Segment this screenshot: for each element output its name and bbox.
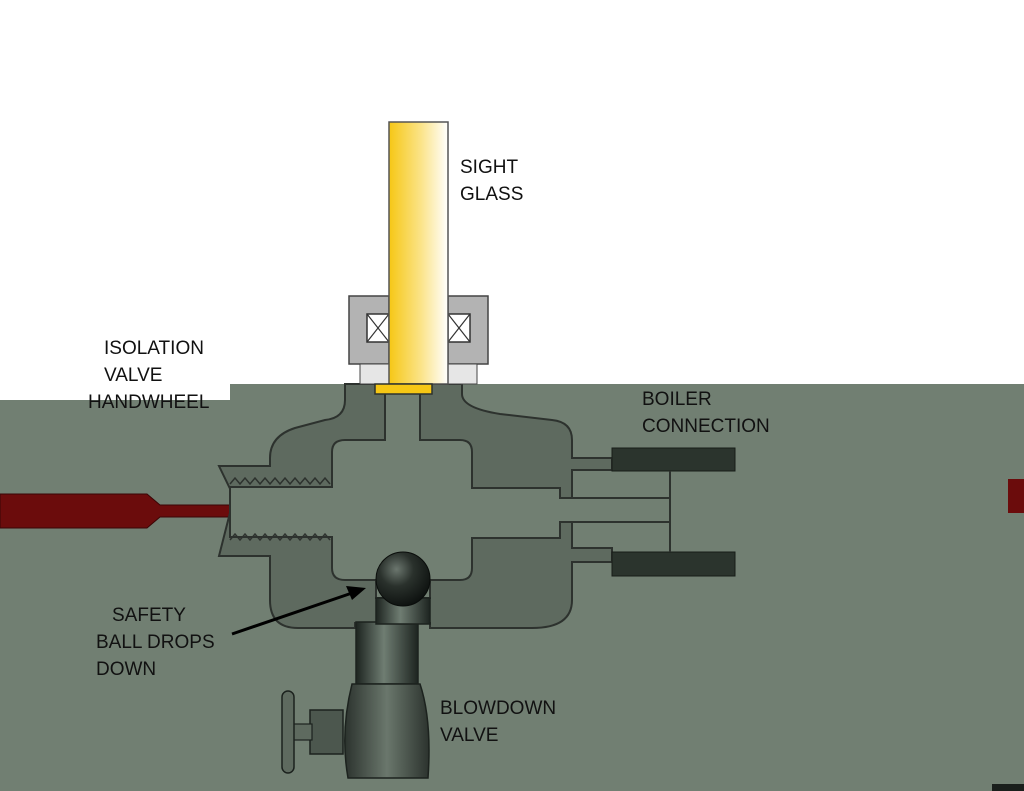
label-boiler-connection: BOILER CONNECTION [642, 386, 770, 440]
label-line: VALVE [440, 725, 499, 746]
right-edge-stem [1008, 479, 1024, 513]
label-sight-glass: SIGHT GLASS [460, 154, 523, 208]
gland-neck-left [359, 363, 390, 385]
label-line: BALL DROPS [96, 632, 215, 653]
blowdown-pipe [355, 621, 419, 685]
safety-ball-pointer [231, 590, 356, 636]
boiler-flange-upper [611, 447, 736, 472]
label-line: DOWN [96, 659, 157, 680]
boiler-flange-lower [611, 551, 736, 577]
gland-neck-right [447, 363, 478, 385]
label-line: SAFETY [112, 605, 186, 626]
label-line: VALVE [104, 365, 163, 386]
sight-glass-seat [374, 383, 433, 395]
label-line: BLOWDOWN [440, 698, 557, 719]
label-line: GLASS [460, 184, 524, 205]
lower-thread [229, 532, 331, 542]
label-blowdown-valve: BLOWDOWN VALVE [440, 695, 556, 749]
valve-cavity [229, 383, 671, 599]
label-line: CONNECTION [642, 416, 770, 437]
blowdown-valve-handwheel [281, 690, 295, 774]
safety-ball-arrowhead [346, 586, 366, 600]
label-line: BOILER [642, 389, 712, 410]
label-line: ISOLATION [104, 338, 204, 359]
packing-right-cross-b [447, 313, 471, 343]
white-patch [0, 384, 230, 400]
label-line: SIGHT [460, 157, 519, 178]
upper-thread [229, 476, 331, 486]
label-isolation-valve-handwheel: ISOLATION VALVE HANDWHEEL [88, 335, 209, 416]
label-safety-ball-drops-down: SAFETY BALL DROPS DOWN [96, 602, 215, 683]
label-line: HANDWHEEL [88, 392, 210, 413]
blowdown-valve-packing-nut [309, 709, 344, 755]
blowdown-valve-stem [291, 723, 313, 741]
packing-left-cross-b [366, 313, 390, 343]
safety-ball [375, 551, 431, 607]
corner-mark [992, 784, 1024, 791]
sight-glass-tube [388, 121, 449, 385]
blowdown-valve-bonnet [344, 683, 430, 779]
